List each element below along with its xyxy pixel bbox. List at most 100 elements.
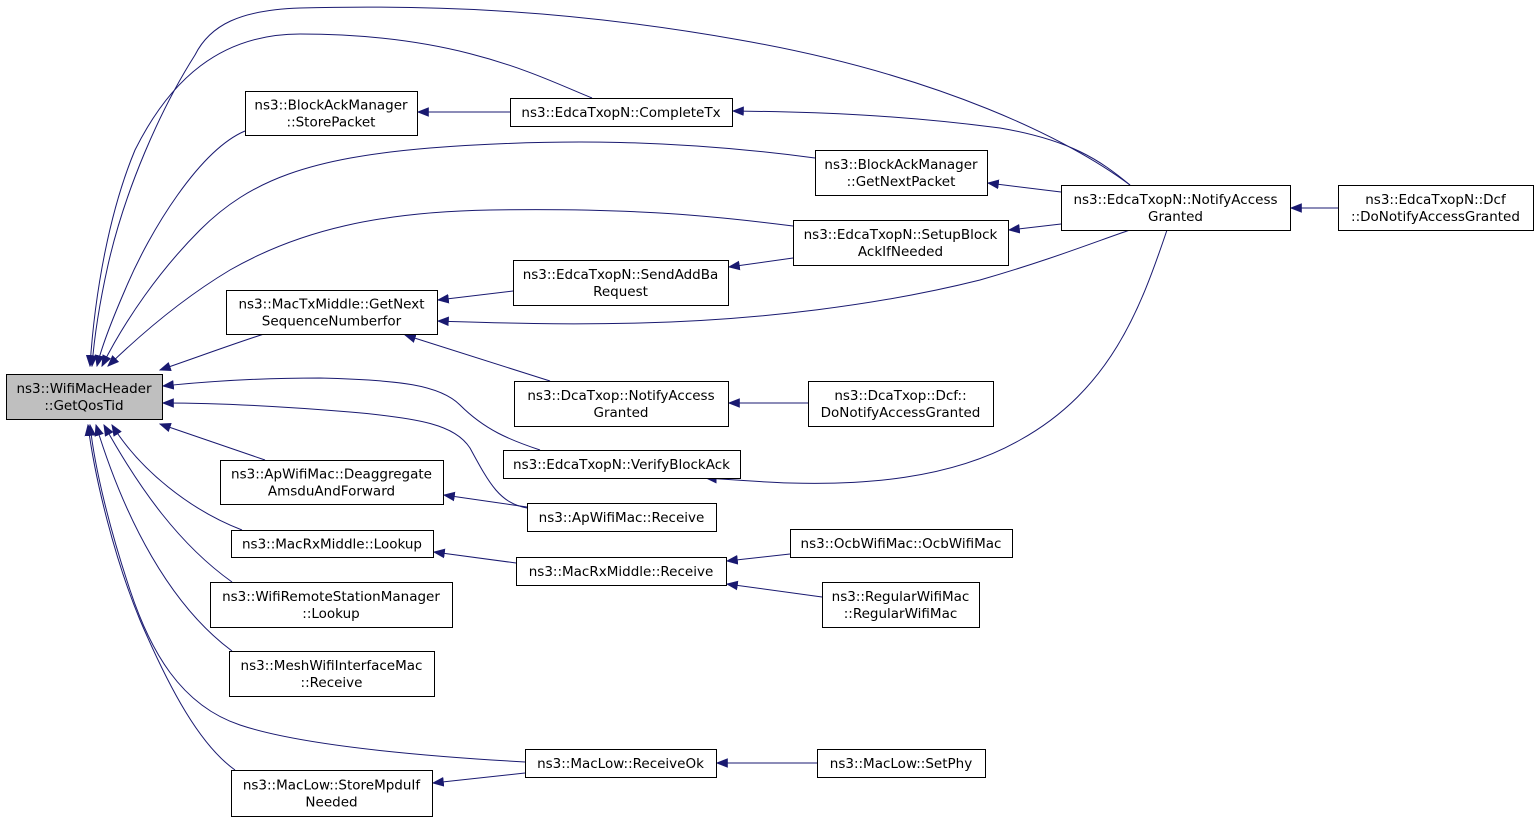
node-bam-store[interactable]: ns3::BlockAckManager::StorePacket	[245, 91, 418, 136]
node-label-line: ::GetNextPacket	[847, 174, 956, 190]
edge-ap_receive-to-root	[161, 398, 528, 509]
node-box	[231, 530, 434, 558]
node-label-line: ns3::RegularWifiMac	[832, 589, 970, 605]
edge-wrsm_lookup-to-root	[103, 423, 233, 583]
node-label-line: ns3::DcaTxop::NotifyAccess	[527, 388, 714, 404]
node-ap-receive[interactable]: ns3::ApWifiMac::Receive	[527, 503, 717, 532]
node-box	[793, 220, 1009, 266]
node-label-line: Granted	[1148, 209, 1203, 225]
node-edca-dcf[interactable]: ns3::EdcaTxopN::Dcf::DoNotifyAccessGrant…	[1338, 185, 1534, 231]
node-macrx-receive[interactable]: ns3::MacRxMiddle::Receive	[516, 557, 727, 586]
node-label-line: ns3::EdcaTxopN::VerifyBlockAck	[513, 457, 730, 473]
edge-edca_setup-to-root	[107, 209, 794, 367]
node-box	[1338, 185, 1534, 231]
node-dca-notify[interactable]: ns3::DcaTxop::NotifyAccessGranted	[514, 381, 729, 427]
node-label-line: ns3::DcaTxop::Dcf::	[834, 388, 966, 404]
node-box	[525, 749, 717, 778]
edge-mesh_receive-to-root	[94, 423, 233, 652]
node-box	[210, 582, 453, 628]
node-label-line: DoNotifyAccessGranted	[821, 405, 981, 421]
edge-edca_notify-to-root	[88, 6, 1131, 368]
node-edca-verify[interactable]: ns3::EdcaTxopN::VerifyBlockAck	[503, 450, 741, 479]
node-label-line: AckIfNeeded	[858, 244, 943, 260]
node-root[interactable]: ns3::WifiMacHeader::GetQosTid	[6, 374, 163, 420]
edge-ap_receive-to-ap_deagg	[442, 491, 528, 508]
node-box	[6, 374, 163, 420]
node-mesh-receive[interactable]: ns3::MeshWifiInterfaceMac::Receive	[229, 651, 435, 697]
node-label-line: ns3::MacRxMiddle::Receive	[529, 564, 714, 580]
node-label-line: ns3::MeshWifiInterfaceMac	[241, 658, 423, 674]
node-label-line: ::GetQosTid	[44, 398, 123, 414]
node-regular[interactable]: ns3::RegularWifiMac::RegularWifiMac	[822, 582, 980, 628]
node-label-line: AmsduAndForward	[268, 484, 395, 500]
edge-edca_notify-to-edca_verify	[704, 229, 1168, 484]
node-maclow-receiveok[interactable]: ns3::MacLow::ReceiveOk	[525, 749, 717, 778]
node-box	[513, 260, 729, 306]
node-macrx-lookup[interactable]: ns3::MacRxMiddle::Lookup	[231, 530, 434, 558]
node-label-line: ns3::EdcaTxopN::CompleteTx	[521, 105, 720, 121]
node-maclow-setphy[interactable]: ns3::MacLow::SetPhy	[817, 749, 986, 778]
node-label-line: ::Lookup	[302, 606, 359, 622]
node-label-line: ns3::WifiMacHeader	[16, 381, 152, 397]
edge-macrx_receive-to-macrx_lookup	[432, 548, 517, 564]
node-box	[510, 98, 733, 127]
node-box	[226, 290, 438, 335]
edge-edca_notify-to-edca_complete	[731, 106, 1131, 186]
node-label-line: ns3::BlockAckManager	[824, 157, 978, 173]
node-mactx-getnext[interactable]: ns3::MacTxMiddle::GetNextSequenceNumberf…	[226, 290, 438, 335]
edge-edca_notify-to-mactx_getnext	[436, 229, 1131, 327]
edge-edca_notify-to-edca_setup	[1007, 223, 1062, 234]
edge-edca_sendadd-to-mactx_getnext	[436, 290, 514, 304]
node-box	[229, 651, 435, 697]
node-label-line: ::RegularWifiMac	[844, 606, 958, 622]
node-wrsm-lookup[interactable]: ns3::WifiRemoteStationManager::Lookup	[210, 582, 453, 628]
edge-maclow_receiveok-to-maclow_store	[431, 772, 526, 787]
node-box	[817, 749, 986, 778]
node-edca-complete[interactable]: ns3::EdcaTxopN::CompleteTx	[510, 98, 733, 127]
node-label-line: ns3::EdcaTxopN::NotifyAccess	[1073, 192, 1277, 208]
node-label-line: ns3::EdcaTxopN::SetupBlock	[804, 227, 998, 243]
node-label-line: SequenceNumberfor	[262, 314, 402, 330]
node-label-line: Granted	[593, 405, 648, 421]
node-label-line: ::DoNotifyAccessGranted	[1351, 209, 1520, 225]
node-box	[220, 460, 444, 505]
node-label-line: ns3::EdcaTxopN::Dcf	[1365, 192, 1507, 208]
node-box	[808, 381, 994, 427]
node-ocb[interactable]: ns3::OcbWifiMac::OcbWifiMac	[790, 529, 1013, 558]
node-label-line: ns3::MacLow::StoreMpduIf	[243, 778, 422, 794]
node-label-line: ns3::OcbWifiMac::OcbWifiMac	[801, 536, 1002, 552]
edge-mactx_getnext-to-root	[158, 333, 265, 372]
node-label-line: ns3::MacRxMiddle::Lookup	[242, 537, 422, 553]
edge-edca_notify-to-bam_getnext	[986, 179, 1062, 193]
edge-bam_getnext-to-root	[101, 141, 816, 368]
node-label-line: ns3::MacTxMiddle::GetNext	[238, 297, 424, 313]
node-edca-notify[interactable]: ns3::EdcaTxopN::NotifyAccessGranted	[1061, 185, 1291, 231]
node-box	[245, 91, 418, 136]
node-ap-deagg[interactable]: ns3::ApWifiMac::DeaggregateAmsduAndForwa…	[220, 460, 444, 505]
edge-edca_verify-to-root	[161, 377, 541, 451]
node-label-line: ns3::MacLow::SetPhy	[830, 756, 972, 772]
edge-edca_setup-to-edca_sendadd	[727, 257, 794, 271]
edge-dca_notify-to-mactx_getnext	[403, 333, 551, 382]
node-label-line: ::StorePacket	[287, 115, 376, 131]
node-label-line: ns3::MacLow::ReceiveOk	[537, 756, 704, 772]
node-bam-getnext[interactable]: ns3::BlockAckManager::GetNextPacket	[815, 150, 988, 196]
node-label-line: ns3::ApWifiMac::Deaggregate	[231, 467, 432, 483]
node-box	[790, 529, 1013, 558]
node-box	[822, 582, 980, 628]
node-box	[527, 503, 717, 532]
edge-regular-to-macrx_receive	[725, 580, 823, 598]
edge-maclow_receiveok-to-root	[86, 423, 526, 763]
node-label-line: Needed	[305, 795, 357, 811]
node-box	[516, 557, 727, 586]
edges	[84, 6, 1338, 787]
node-dca-dcf[interactable]: ns3::DcaTxop::Dcf::DoNotifyAccessGranted	[808, 381, 994, 427]
node-label-line: ns3::ApWifiMac::Receive	[539, 510, 705, 526]
node-label-line: ns3::EdcaTxopN::SendAddBa	[523, 267, 719, 283]
node-box	[1061, 185, 1291, 231]
nodes: ns3::WifiMacHeader::GetQosTid ns3::BlockA…	[6, 91, 1534, 817]
